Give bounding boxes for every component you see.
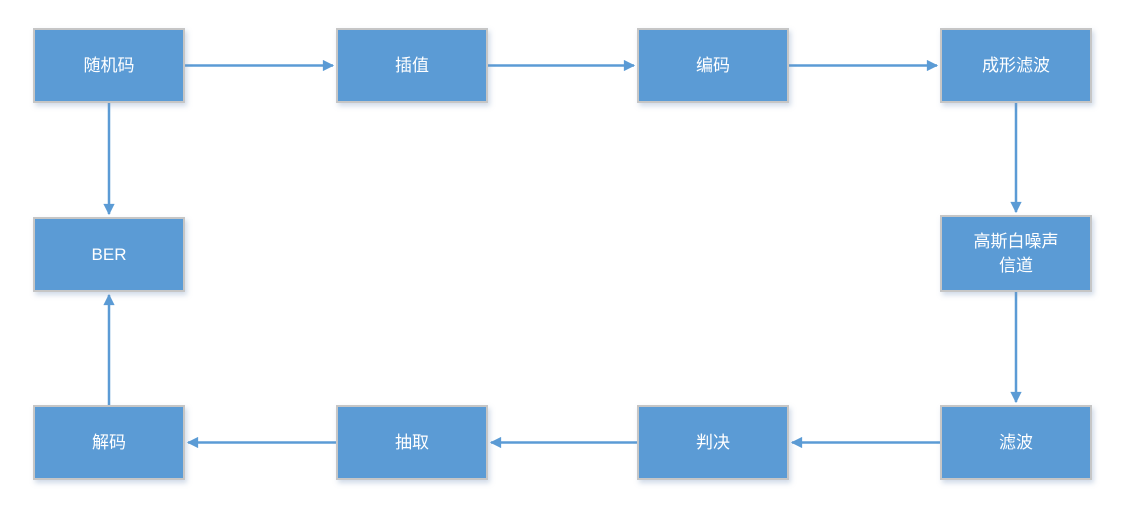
node-filter: 滤波 [940,405,1092,480]
node-decimation: 抽取 [336,405,488,480]
node-random-code: 随机码 [33,28,185,103]
node-encoding: 编码 [637,28,789,103]
node-shaping-filter: 成形滤波 [940,28,1092,103]
node-decision: 判决 [637,405,789,480]
node-decoding: 解码 [33,405,185,480]
node-ber: BER [33,217,185,292]
node-awgn-channel: 高斯白噪声 信道 [940,215,1092,292]
node-interpolation: 插值 [336,28,488,103]
